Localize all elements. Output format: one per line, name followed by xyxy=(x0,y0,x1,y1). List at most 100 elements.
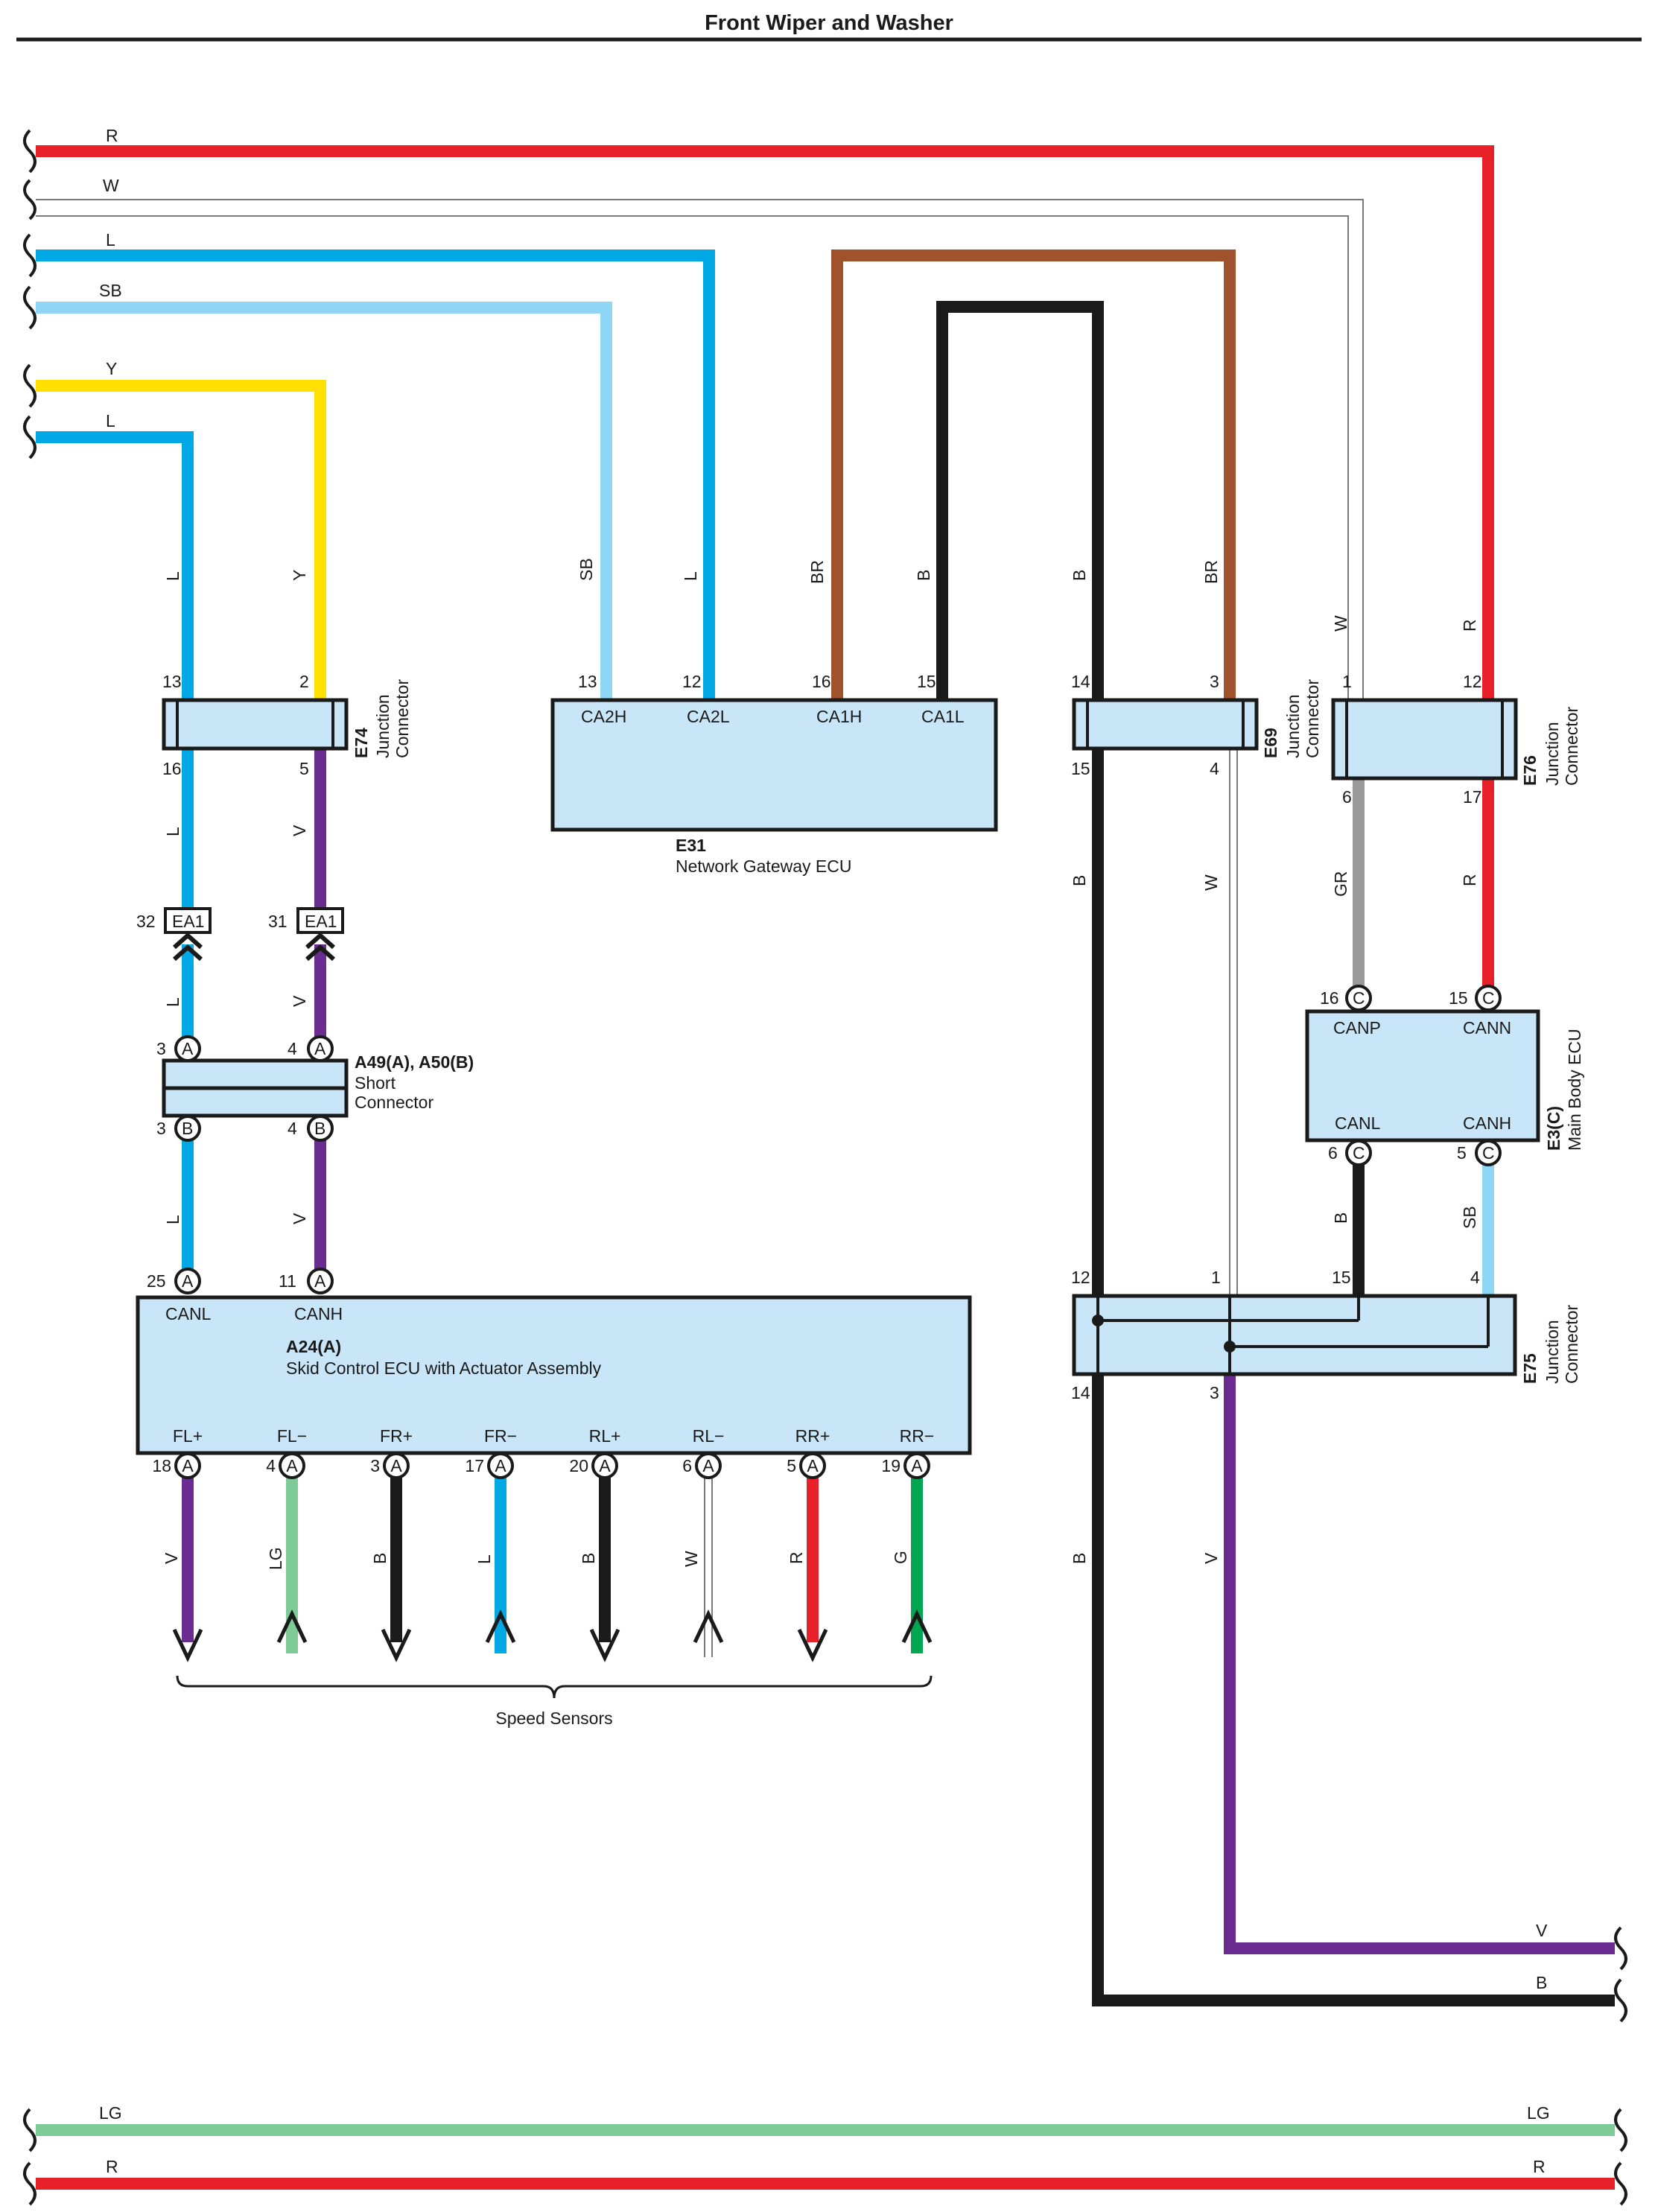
wire-label: L xyxy=(163,571,182,581)
terminal-label: CANL xyxy=(1335,1113,1381,1133)
pin-number: 31 xyxy=(268,912,288,931)
component-name: Junction xyxy=(1283,694,1303,758)
terminal-label: CA2H xyxy=(581,707,626,726)
wire-label: Y xyxy=(290,570,309,581)
component-name: Main Body ECU xyxy=(1565,1029,1584,1151)
pin-number: 16 xyxy=(1320,988,1339,1008)
pin-number: 5 xyxy=(299,759,309,778)
component-name: Short xyxy=(355,1073,396,1093)
page-title: Front Wiper and Washer xyxy=(705,11,953,35)
terminal-badge xyxy=(903,1452,930,1479)
pin-number: 14 xyxy=(1071,672,1090,691)
pin-number: 1 xyxy=(1342,672,1352,691)
pin-number: 5 xyxy=(1457,1143,1467,1163)
terminal-badge xyxy=(174,1115,201,1142)
pin-number: 3 xyxy=(1210,672,1219,691)
terminal-label: CA2L xyxy=(687,707,730,726)
bracket-line xyxy=(176,1675,933,1699)
break-mark xyxy=(1614,2161,1627,2206)
break-mark xyxy=(1614,1978,1627,2023)
badge-letter: A xyxy=(702,1456,714,1475)
wire-label: BR xyxy=(807,560,827,584)
wire-label: R xyxy=(1460,874,1479,886)
wire-label: L xyxy=(474,1554,494,1564)
wire-label: B xyxy=(914,570,933,581)
terminal-label: CANN xyxy=(1463,1018,1511,1037)
terminal-badge xyxy=(1345,1140,1372,1166)
terminal-badge xyxy=(1345,985,1372,1011)
sensor-terminal-label: RL+ xyxy=(589,1426,621,1446)
component-code: E74 xyxy=(352,728,371,758)
terminal-label: CA1H xyxy=(816,707,862,726)
wire-label: B xyxy=(1536,1973,1547,1992)
wire-label: LG xyxy=(266,1547,285,1570)
terminal-badge xyxy=(695,1452,722,1479)
wire-top-r xyxy=(36,145,1494,704)
wire-label: LG xyxy=(1527,2103,1550,2123)
speed-sensors-bracket: Speed Sensors xyxy=(176,1675,933,1728)
wire-label: BR xyxy=(1201,560,1221,584)
arrow-up-icon xyxy=(276,1609,308,1644)
sensor-terminal-label: FR+ xyxy=(380,1426,413,1446)
wire-top-w xyxy=(36,199,1364,702)
wire-label: V xyxy=(1536,1921,1548,1940)
pin-number: 3 xyxy=(156,1119,166,1138)
wire-label: W xyxy=(682,1551,701,1567)
pin-number: 6 xyxy=(682,1456,692,1475)
break-mark xyxy=(1614,2108,1627,2152)
sensor-terminal-label: FL+ xyxy=(173,1426,203,1446)
badge-letter: A xyxy=(182,1039,194,1058)
component-code: E76 xyxy=(1520,755,1540,786)
pin-number: 13 xyxy=(162,672,182,691)
terminal-badge xyxy=(487,1452,514,1479)
arrow-down-icon xyxy=(797,1628,828,1662)
terminal-badge xyxy=(307,1035,334,1062)
connector-code: EA1 xyxy=(305,912,337,931)
wire-label: L xyxy=(163,827,182,836)
arrow-up-icon xyxy=(693,1609,724,1644)
wire-label: B xyxy=(579,1553,598,1564)
pin-number: 12 xyxy=(682,672,702,691)
wire-label: L xyxy=(163,1215,182,1224)
break-mark xyxy=(23,285,36,330)
badge-letter: C xyxy=(1353,988,1365,1008)
badge-letter: A xyxy=(911,1456,923,1475)
arrow-down-icon xyxy=(589,1628,620,1662)
component-name: Junction xyxy=(373,694,393,758)
e75-junction-connector: 12 1 15 4 14 3 E75 Junction Connector xyxy=(1071,1268,1581,1402)
break-mark xyxy=(23,2161,36,2206)
pin-number: 15 xyxy=(1071,759,1090,778)
component-code: A24(A) xyxy=(286,1337,341,1356)
terminal-badge xyxy=(279,1452,305,1479)
wire-label: B xyxy=(370,1553,390,1564)
break-mark xyxy=(23,2108,36,2152)
sensor-terminal-label: FR− xyxy=(484,1426,517,1446)
wire-label: GR xyxy=(1331,871,1350,897)
ecu-body xyxy=(550,698,998,832)
wire-e31-b xyxy=(936,301,1104,700)
wire-layer xyxy=(36,145,1615,2190)
arrow-up-icon xyxy=(485,1609,516,1644)
wire-label: SB xyxy=(1460,1206,1479,1229)
pin-number: 12 xyxy=(1463,672,1482,691)
pin-number: 16 xyxy=(812,672,831,691)
component-name: Connector xyxy=(1303,679,1322,758)
connector-body xyxy=(1331,698,1518,781)
component-code: E75 xyxy=(1520,1353,1540,1384)
break-mark xyxy=(23,179,36,220)
break-mark xyxy=(23,233,36,278)
break-mark xyxy=(23,415,36,460)
wire-left-l xyxy=(36,431,194,700)
component-code: E3(C) xyxy=(1544,1106,1563,1151)
badge-letter: A xyxy=(286,1456,298,1475)
wire-label: L xyxy=(106,411,115,430)
connector-body xyxy=(162,698,349,751)
component-name: Skid Control ECU with Actuator Assembly xyxy=(286,1358,602,1378)
pin-number: 25 xyxy=(147,1271,166,1291)
terminal-badge xyxy=(383,1452,410,1479)
terminal-badge xyxy=(307,1115,334,1142)
speed-sensors-label: Speed Sensors xyxy=(495,1709,612,1728)
pin-number: 15 xyxy=(1332,1268,1351,1287)
connector-code: EA1 xyxy=(172,912,204,931)
connector-body xyxy=(1072,1294,1517,1376)
